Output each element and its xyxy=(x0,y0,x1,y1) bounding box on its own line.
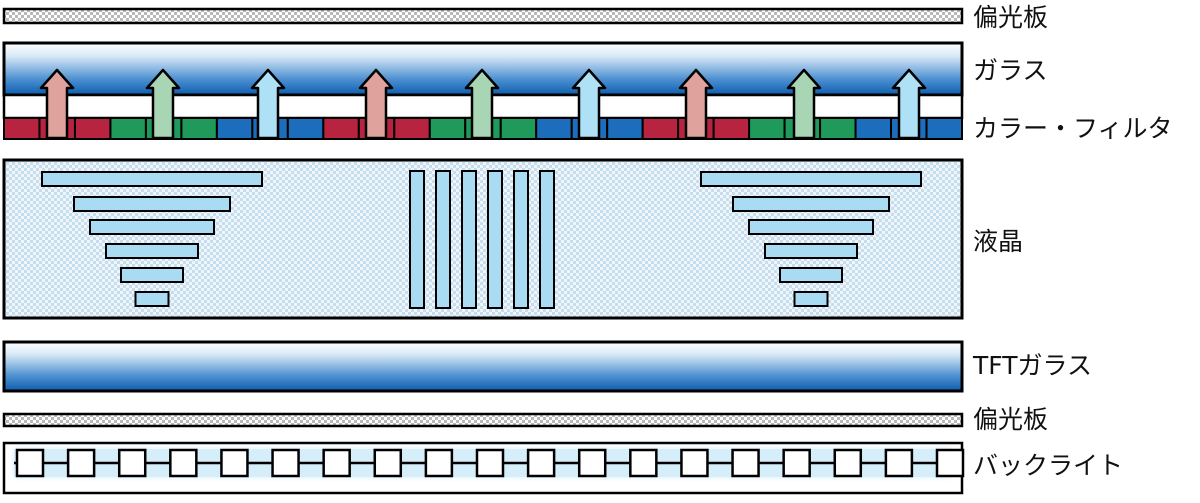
crystal-right-bar-4 xyxy=(779,267,843,283)
polarizer-top-layer xyxy=(2,7,964,25)
tft-glass-label: TFTガラス xyxy=(973,351,1092,380)
color-filter-cell-blue xyxy=(854,117,893,140)
backlight-lamp-cell xyxy=(884,448,914,478)
color-filter-cell-red xyxy=(322,117,360,140)
color-filter-label: カラー・フィルタ xyxy=(973,114,1173,143)
backlight-lamp-cell xyxy=(117,448,147,478)
light-arrow-red xyxy=(358,68,394,140)
crystal-left-bar-2 xyxy=(89,219,215,235)
polarizer-bottom-layer xyxy=(2,412,964,428)
backlight-lamp-cell xyxy=(271,448,300,478)
color-filter-cell-red xyxy=(73,117,112,140)
backlight-lamp-cell xyxy=(15,448,45,478)
crystal-vertical-bar-3 xyxy=(487,170,503,309)
light-arrow-blue xyxy=(250,68,286,140)
light-arrow-green xyxy=(145,68,181,140)
crystal-left-bar-5 xyxy=(134,291,170,307)
backlight-lamp-cell xyxy=(935,448,965,478)
crystal-right-bar-3 xyxy=(764,243,858,259)
color-filter-cell-blue xyxy=(535,117,573,140)
crystal-left-bar-4 xyxy=(120,267,184,283)
backlight-lamp-cell xyxy=(577,448,607,478)
liquid-crystal-label: 液晶 xyxy=(973,227,1024,256)
backlight-layer xyxy=(2,441,965,495)
crystal-right-bar-0 xyxy=(700,171,922,187)
light-arrows xyxy=(39,68,927,140)
crystal-right-bar-1 xyxy=(732,196,890,212)
crystal-right-bar-2 xyxy=(748,219,874,235)
backlight-lamp-cell xyxy=(424,448,454,478)
polarizer-top-label: 偏光板 xyxy=(973,3,1049,32)
color-filter-cell-green xyxy=(748,117,786,140)
backlight-lamp-cell xyxy=(731,448,760,478)
color-filter-cell-blue xyxy=(286,117,325,140)
light-arrow-green xyxy=(786,68,822,140)
crystal-vertical-bar-5 xyxy=(539,170,555,309)
light-arrow-green xyxy=(464,68,500,140)
color-filter-cell-blue xyxy=(606,117,644,140)
crystal-right-bar-5 xyxy=(793,291,829,307)
crystal-vertical-bar-4 xyxy=(513,170,529,309)
backlight-lamp-cell xyxy=(220,448,249,478)
glass-label: ガラス xyxy=(973,56,1048,85)
crystal-molecules xyxy=(41,170,922,309)
backlight-label: バックライト xyxy=(973,451,1124,480)
backlight-lamp-cell xyxy=(475,448,505,478)
light-arrow-red xyxy=(678,68,714,140)
backlight-lamp-cell xyxy=(833,448,863,478)
backlight-lamp-cell xyxy=(680,448,709,478)
backlight-lamp-cell xyxy=(782,448,811,478)
tft-glass-layer xyxy=(2,340,964,393)
crystal-vertical-bar-0 xyxy=(409,170,425,309)
crystal-left-bar-0 xyxy=(41,171,263,187)
crystal-vertical-bar-2 xyxy=(461,170,477,309)
color-filter-cell-red xyxy=(3,117,41,140)
backlight-lamp-cell xyxy=(169,448,198,478)
crystal-vertical-bar-1 xyxy=(435,170,451,309)
color-filter-cell-red xyxy=(393,117,431,140)
color-filter-cell-red xyxy=(712,117,751,140)
color-filter-cell-blue xyxy=(925,117,963,140)
backlight-lamp-cell xyxy=(322,448,351,478)
light-arrow-red xyxy=(39,68,75,140)
crystal-left-bar-3 xyxy=(105,243,199,259)
crystal-left-bar-1 xyxy=(73,196,231,212)
color-filter-cell-green xyxy=(180,117,218,140)
color-filter-cell-red xyxy=(641,117,680,140)
color-filter-cell-green xyxy=(819,117,857,140)
color-filter-cell-blue xyxy=(215,117,254,140)
backlight-lamp-cell xyxy=(526,448,556,478)
polarizer-bottom-label: 偏光板 xyxy=(973,405,1049,434)
color-filter-cell-green xyxy=(499,117,538,140)
color-filter-cell-green xyxy=(428,117,467,140)
color-filter-cell-green xyxy=(109,117,147,140)
backlight-lamp-cell xyxy=(629,448,658,478)
backlight-lamp-cell xyxy=(373,448,403,478)
backlight-lamp-cell xyxy=(66,448,96,478)
light-arrow-blue xyxy=(891,68,927,140)
light-arrow-blue xyxy=(571,68,607,140)
